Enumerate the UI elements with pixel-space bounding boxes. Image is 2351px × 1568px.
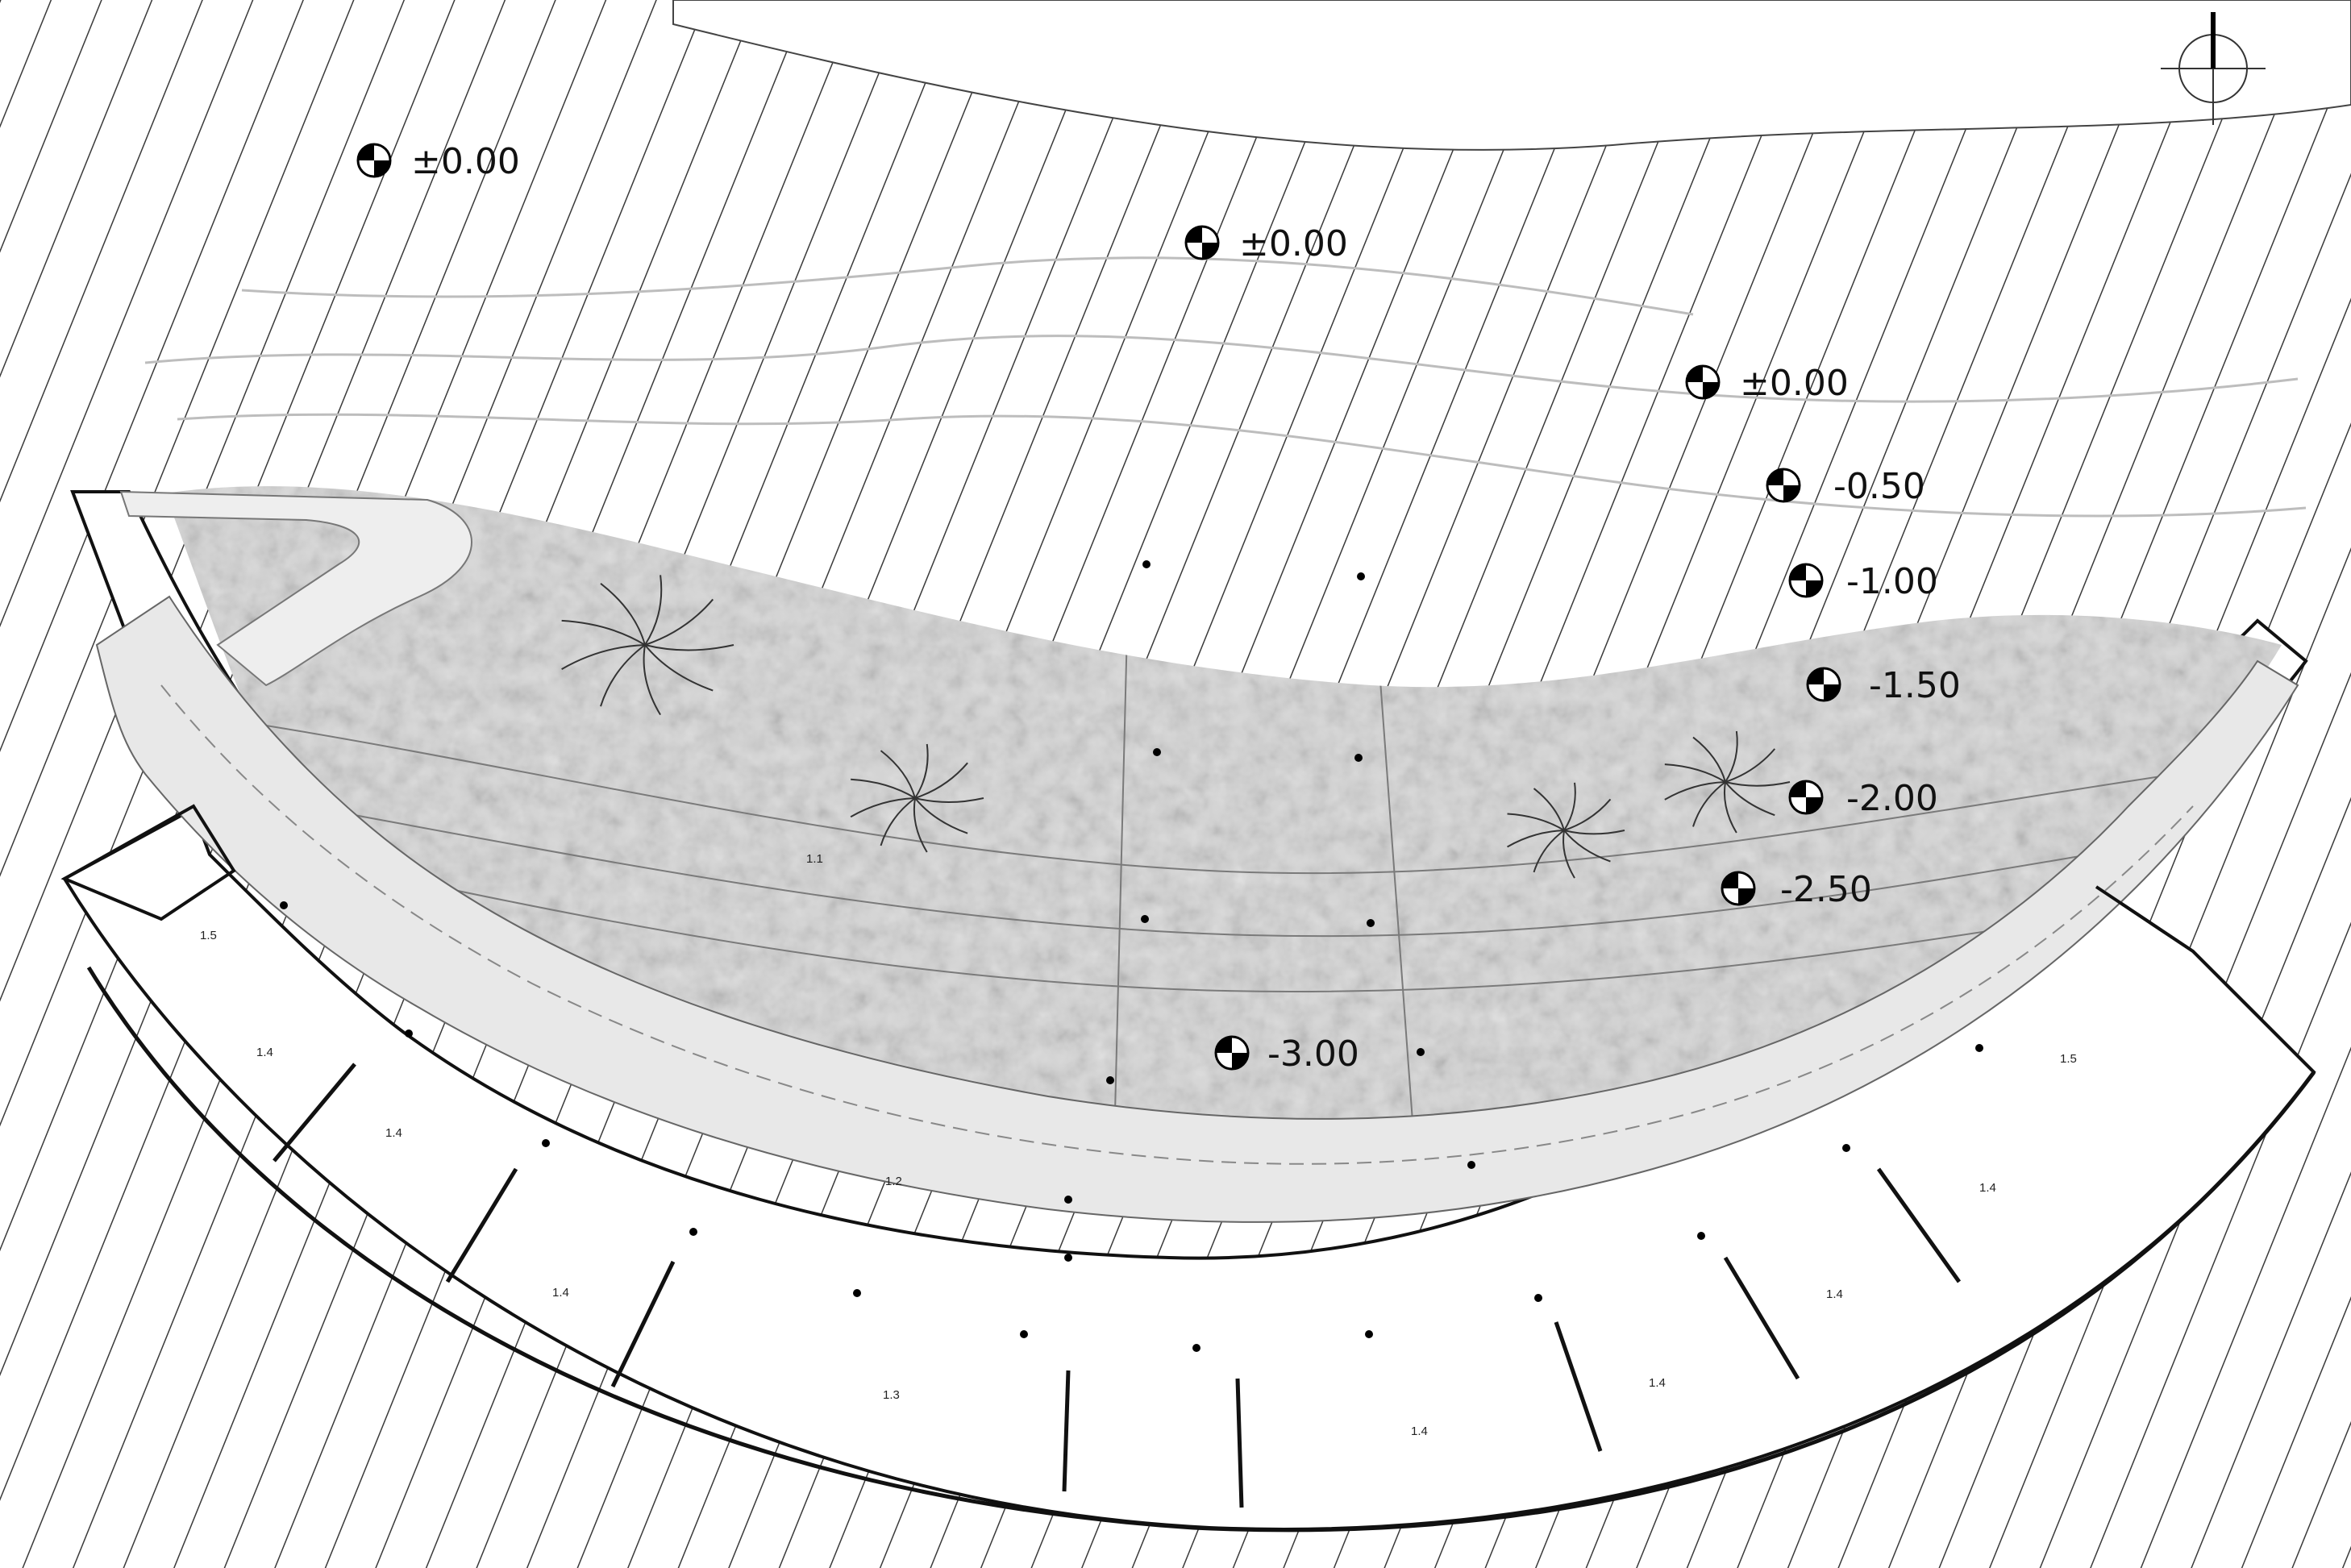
level-marker-icon bbox=[1766, 468, 1801, 503]
room-walls bbox=[60, 804, 2316, 1533]
level-marker-l2: ±0.00 bbox=[1184, 223, 1348, 264]
trees bbox=[561, 575, 1791, 879]
room-labels: 1.1 1.2 1.3 1.4 1.4 1.4 1.4 1.4 1.4 1.4 … bbox=[200, 852, 2077, 1438]
level-marker-icon bbox=[1806, 667, 1841, 702]
level-marker-l6: -1.50 bbox=[1806, 665, 1961, 706]
level-label: -3.00 bbox=[1267, 1034, 1359, 1075]
tree-icon bbox=[850, 743, 984, 853]
walkway bbox=[95, 595, 2299, 1223]
tree-icon bbox=[1507, 782, 1625, 879]
level-marker-icon bbox=[1788, 563, 1824, 598]
column-dot-icon bbox=[1141, 915, 1149, 923]
level-marker-l8: -2.50 bbox=[1721, 869, 1872, 910]
column-dot-icon bbox=[853, 1289, 861, 1297]
level-marker-icon bbox=[1788, 780, 1824, 815]
column-dot-icon bbox=[1064, 1196, 1072, 1204]
level-marker-l9: -3.00 bbox=[1214, 1034, 1359, 1075]
level-label: -2.50 bbox=[1780, 869, 1872, 910]
column-dot-icon bbox=[1357, 572, 1365, 580]
level-label: ±0.00 bbox=[1239, 223, 1348, 264]
column-dot-icon bbox=[1064, 1254, 1072, 1262]
column-dot-icon bbox=[1365, 1330, 1373, 1338]
column-dot-icon bbox=[1975, 1044, 1983, 1052]
room-label-1-4-g: 1.4 bbox=[1979, 1181, 1996, 1195]
column-dot-icon bbox=[1153, 748, 1161, 756]
room-label-1-1: 1.1 bbox=[806, 852, 823, 866]
column-dot-icon bbox=[1142, 560, 1151, 568]
north-arrow-icon bbox=[2161, 12, 2266, 125]
level-label: -0.50 bbox=[1833, 466, 1925, 507]
level-label: -1.50 bbox=[1869, 665, 1961, 706]
upper-boundary bbox=[672, 0, 2351, 151]
level-marker-icon bbox=[356, 143, 392, 178]
column-dot-icon bbox=[1697, 1232, 1705, 1240]
column-dot-icon bbox=[689, 1228, 697, 1236]
level-marker-icon bbox=[1685, 364, 1721, 400]
level-marker-l1: ±0.00 bbox=[356, 141, 520, 182]
room-label-1-4-b: 1.4 bbox=[385, 1126, 402, 1140]
column-dot-icon bbox=[405, 1029, 413, 1038]
column-dot-icon bbox=[1354, 754, 1363, 762]
column-dot-icon bbox=[1534, 1294, 1542, 1302]
room-label-1-4-c: 1.4 bbox=[552, 1286, 569, 1300]
room-label-1-4-e: 1.4 bbox=[1649, 1376, 1666, 1390]
column-dot-icon bbox=[1467, 1161, 1475, 1169]
room-label-1-4-f: 1.4 bbox=[1826, 1287, 1843, 1301]
level-marker-l3: ±0.00 bbox=[1685, 363, 1849, 404]
room-label-1-4-a: 1.4 bbox=[256, 1046, 273, 1059]
tree-icon bbox=[561, 575, 734, 716]
level-marker-icon bbox=[1184, 225, 1220, 260]
room-label-1-2: 1.2 bbox=[885, 1175, 902, 1188]
tree-icon bbox=[1664, 730, 1791, 834]
column-dot-icon bbox=[1417, 1048, 1425, 1056]
level-marker-icon bbox=[1721, 871, 1756, 906]
column-dot-icon bbox=[1842, 1144, 1850, 1152]
room-label-1-4-d: 1.4 bbox=[1411, 1425, 1428, 1438]
column-dot-icon bbox=[1367, 919, 1375, 927]
column-dot-icon bbox=[1192, 1344, 1200, 1352]
level-label: ±0.00 bbox=[411, 141, 520, 182]
room-label-1-5-a: 1.5 bbox=[200, 929, 217, 942]
level-marker-l4: -0.50 bbox=[1766, 466, 1925, 507]
column-dot-icon bbox=[1106, 1076, 1114, 1084]
walkway-centerline bbox=[160, 684, 2194, 1165]
room-label-1-3: 1.3 bbox=[883, 1388, 900, 1402]
column-dot-icon bbox=[280, 901, 288, 909]
entrance-ramp bbox=[119, 490, 472, 687]
path-contours bbox=[144, 256, 2307, 518]
level-marker-icon bbox=[1214, 1035, 1250, 1071]
level-label: -1.00 bbox=[1846, 561, 1938, 602]
level-label: ±0.00 bbox=[1740, 363, 1849, 404]
room-label-1-5-b: 1.5 bbox=[2060, 1052, 2077, 1066]
column-dot-icon bbox=[542, 1139, 550, 1147]
level-label: -2.00 bbox=[1846, 778, 1938, 819]
level-marker-l7: -2.00 bbox=[1788, 778, 1938, 819]
column-dot-icon bbox=[1020, 1330, 1028, 1338]
column-dots bbox=[280, 560, 1983, 1352]
level-marker-l5: -1.00 bbox=[1788, 561, 1938, 602]
level-markers: ±0.00 ±0.00 ±0.00 -0.50 bbox=[356, 141, 1961, 1075]
